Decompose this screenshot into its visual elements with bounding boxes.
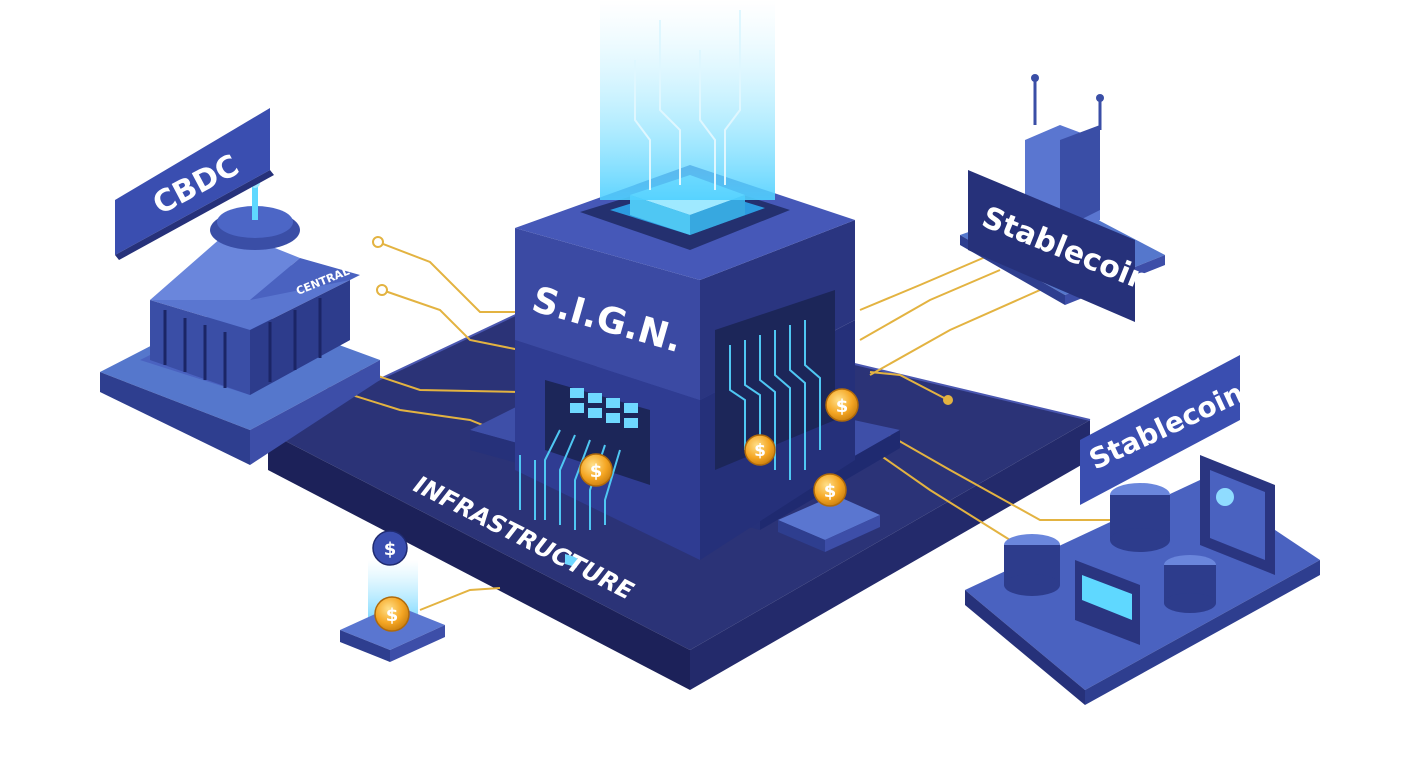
coin-pedestal bbox=[778, 495, 880, 552]
sign-tower bbox=[470, 165, 900, 568]
coin-symbol: $ bbox=[836, 396, 849, 417]
coin: $ bbox=[374, 596, 410, 632]
stablecoin-label-box-top bbox=[968, 170, 1135, 322]
coin: $ bbox=[744, 434, 776, 466]
light-beam bbox=[600, 0, 775, 200]
coin: $ bbox=[825, 388, 859, 422]
coin-symbol: $ bbox=[386, 605, 399, 626]
wire-nodes bbox=[372, 236, 953, 405]
coin: $ bbox=[813, 473, 847, 507]
stablecoin-label-box-right bbox=[1080, 355, 1240, 505]
central-bank-building bbox=[100, 178, 380, 465]
tower-window-lights bbox=[570, 388, 638, 428]
coin-symbol: $ bbox=[384, 539, 397, 560]
coin-symbol: $ bbox=[590, 461, 603, 482]
server-devices bbox=[1004, 455, 1275, 645]
coin: $ bbox=[372, 530, 408, 566]
coin-symbol: $ bbox=[824, 481, 837, 502]
coins: $ $ $ $ $ $ bbox=[372, 388, 859, 632]
cbdc-label-box bbox=[115, 108, 274, 260]
coin: $ bbox=[579, 453, 613, 487]
coin-symbol: $ bbox=[754, 441, 766, 461]
